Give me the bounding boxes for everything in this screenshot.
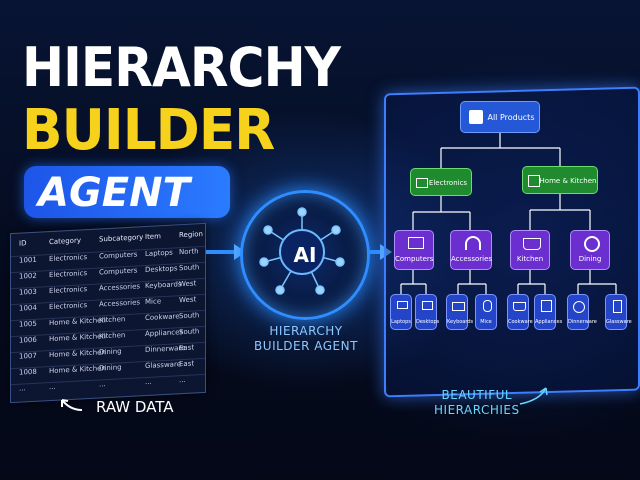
node-sub-computers[interactable]: Computers [394,230,434,270]
plate-icon [584,236,600,252]
cookware-icon [513,302,526,311]
mouse-icon [483,300,492,312]
node-root-label: All Products [487,113,535,122]
node-category-home-kitchen[interactable]: Home & Kitchen [522,166,598,194]
node-sub-dining[interactable]: Dining [570,230,610,270]
curved-arrow-icon [61,399,83,411]
monitor-icon [416,178,428,188]
agent-badge: AGENT [24,166,230,218]
node-leaf-label: Cookware [508,319,533,325]
beautiful-line2: HIERARCHIES [434,403,520,417]
node-sub-accessories[interactable]: Accessories [450,230,492,270]
node-sub-label: Kitchen [516,255,544,263]
hb-label-line2: BUILDER AGENT [254,339,358,353]
raw-data-label: RAW DATA [96,398,174,416]
node-leaf-label: Mice [480,319,492,325]
beautiful-hierarchies-label: BEAUTIFUL HIERARCHIES [434,388,520,418]
node-leaf-appliances[interactable]: Appliances [534,294,563,330]
node-leaf-dinnerware[interactable]: Dinnerware [567,294,597,330]
node-category-label: Home & Kitchen [539,177,597,185]
laptop-icon [397,301,408,309]
node-leaf-glassware[interactable]: Glassware [605,294,632,330]
node-leaf-mice[interactable]: Mice [475,294,497,330]
beautiful-line1: BEAUTIFUL [441,388,513,402]
node-leaf-keyboards[interactable]: Keyboards [446,294,474,330]
node-leaf-label: Laptops [391,319,411,325]
network-icon [259,207,345,295]
glassware-icon [613,300,622,313]
node-leaf-desktops[interactable]: Desktops [415,294,440,330]
title-line-hierarchy: HIERARCHY [22,36,341,99]
cube-icon [469,110,483,124]
node-leaf-label: Dinnerware [568,319,597,325]
node-sub-label: Computers [395,255,434,263]
headphones-icon [465,236,481,250]
node-leaf-label: Appliances [535,319,563,325]
appliance-icon [541,300,552,312]
node-sub-label: Dining [578,255,602,263]
node-category-electronics[interactable]: Electronics [410,168,472,196]
node-leaf-laptops[interactable]: Laptops [390,294,412,330]
hb-label-line1: HIERARCHY [269,324,343,338]
node-category-label: Electronics [428,179,468,187]
agent-text: AGENT [38,170,190,216]
ai-core-text: AI [293,243,317,267]
hierarchy-builder-agent-label: HIERARCHY BUILDER AGENT [246,324,366,354]
title-line-builder: BUILDER [22,98,275,163]
pot-icon [523,238,541,250]
node-root[interactable]: All Products [460,101,540,133]
node-leaf-cookware[interactable]: Cookware [507,294,533,330]
node-sub-label: Accessories [451,255,493,263]
node-leaf-label: Keyboards [447,319,474,325]
desktop-icon [422,301,433,310]
dinnerware-icon [573,301,585,313]
node-leaf-label: Glassware [606,319,632,325]
node-sub-kitchen[interactable]: Kitchen [510,230,550,270]
ai-agent-core: AI [240,190,370,320]
laptop-icon [408,237,424,249]
node-leaf-label: Desktops [416,319,440,325]
house-icon [528,175,540,187]
keyboard-icon [452,302,465,311]
